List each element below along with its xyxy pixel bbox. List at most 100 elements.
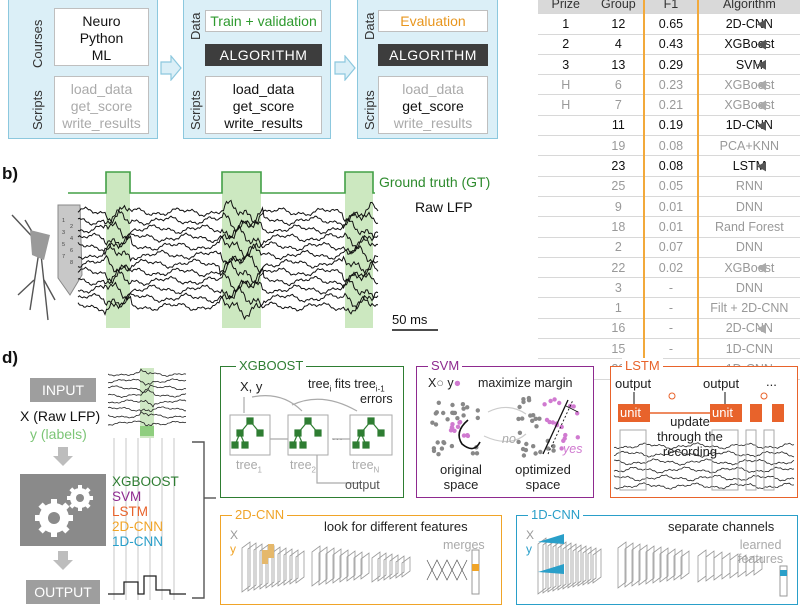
train-validation-title: Train + validation [205, 10, 322, 32]
down-arrow-icon [53, 551, 73, 570]
table-cell-f1: 0.19 [643, 115, 699, 137]
course-item: Python [79, 30, 124, 46]
tree-2-label: tree2 [290, 458, 316, 475]
model-xgboost: XGBOOST [112, 474, 179, 489]
probe-site-label: 7 [62, 254, 65, 260]
header-algorithm: Algorithm [697, 0, 800, 15]
data-label: Data [188, 12, 203, 40]
table-cell-alg: RNN [697, 176, 800, 197]
cnn2d-y: y [230, 542, 236, 556]
lstm-dots: ... [766, 374, 777, 389]
script-item: load_data [402, 81, 464, 97]
row-arrow-icon [757, 100, 766, 111]
cnn1d-x: X [526, 528, 535, 542]
table-cell-group: 3 [593, 277, 645, 299]
model-2d-cnn: 2D-CNN [112, 519, 164, 534]
table-row: 3-DNN [538, 277, 800, 299]
table-cell-alg: DNN [697, 277, 800, 299]
lfp-trace [77, 259, 379, 285]
table-cell-group: 18 [593, 216, 645, 238]
table-cell-prize [538, 237, 594, 258]
tree-1-label: tree1 [236, 458, 262, 475]
table-cell-f1: 0.08 [643, 135, 699, 157]
input-block: INPUT [30, 378, 96, 402]
cnn1d-separate: separate channels [668, 519, 775, 534]
table-cell-group: 2 [593, 237, 645, 258]
table-cell-f1: 0.43 [643, 34, 699, 55]
table-cell-group: 1 [593, 297, 645, 319]
xgboost-xy: X, y [240, 379, 263, 394]
table-cell-f1: 0.05 [643, 176, 699, 197]
row-arrow-icon [757, 39, 766, 50]
table-row: 15-1D-CNN [538, 338, 800, 360]
lstm-output-1: output [615, 376, 652, 391]
table-cell-alg: SVM [697, 54, 800, 76]
table-cell-alg: PCA+KNN [697, 135, 800, 157]
xgboost-fits: treei fits treei-1 [308, 377, 385, 394]
table-cell-f1: 0.08 [643, 155, 699, 177]
table-cell-f1: 0.07 [643, 237, 699, 258]
xgboost-trees [229, 395, 393, 484]
lstm-diagram [613, 392, 795, 491]
lstm-title: LSTM [622, 358, 663, 373]
script-item: get_score [232, 98, 295, 114]
row-arrow-icon [757, 19, 766, 30]
gears-icon [20, 474, 106, 546]
model-list: XGBOOST SVM LSTM 2D-CNN 1D-CNN [112, 474, 179, 549]
cnn2d-title: 2D-CNN [232, 507, 288, 522]
output-block: OUTPUT [26, 580, 100, 604]
table-cell-f1: - [643, 277, 699, 299]
ground-truth-label: Ground truth (GT) [379, 174, 491, 190]
table-cell-group: 11 [593, 115, 645, 137]
scripts-label: Scripts [188, 90, 203, 130]
table-cell-alg: XGBoost [697, 34, 800, 55]
panel-d-label: d) [2, 348, 19, 367]
pipeline-arrow-icon [160, 55, 182, 81]
table-cell-group: 6 [593, 74, 645, 96]
scale-bar-label: 50 ms [392, 312, 428, 327]
algorithm-block: ALGORITHM [205, 44, 322, 66]
table-cell-group: 12 [593, 13, 645, 35]
table-cell-group: 19 [593, 135, 645, 157]
svm-no: no [502, 432, 516, 446]
lfp-trace [77, 206, 379, 234]
table-cell-alg: DNN [697, 196, 800, 218]
scripts-label: Scripts [30, 90, 45, 130]
header-f1: F1 [643, 0, 699, 15]
header-prize: Prize [538, 0, 594, 15]
scripts-list: load_data get_score write_results [205, 76, 322, 134]
table-cell-alg: XGBoost [697, 74, 800, 96]
cnn1d-diagram [537, 534, 788, 597]
row-arrow-icon [757, 80, 766, 91]
svm-scatter [430, 395, 580, 458]
table-cell-f1: 0.21 [643, 94, 699, 116]
table-cell-alg: DNN [697, 237, 800, 258]
course-item: ML [91, 47, 112, 63]
table-row: 1-Filt + 2D-CNN [538, 297, 800, 319]
table-cell-prize [538, 115, 594, 137]
lfp-trace [77, 285, 379, 310]
table-cell-prize [538, 338, 594, 360]
table-cell-f1: 0.23 [643, 74, 699, 96]
svm-title: SVM [428, 358, 463, 373]
ground-truth-line [68, 171, 375, 194]
lfp-trace [77, 251, 379, 277]
script-item: write_results [224, 115, 303, 131]
table-cell-group: 16 [593, 318, 645, 340]
evaluation-title: Evaluation [378, 10, 488, 32]
y-labels-label: y (labels) [30, 426, 87, 442]
probe-site-label: 6 [70, 248, 73, 254]
table-cell-prize: 2 [538, 34, 594, 55]
tree-n-label: treeN [352, 458, 380, 475]
table-cell-prize [538, 135, 594, 157]
